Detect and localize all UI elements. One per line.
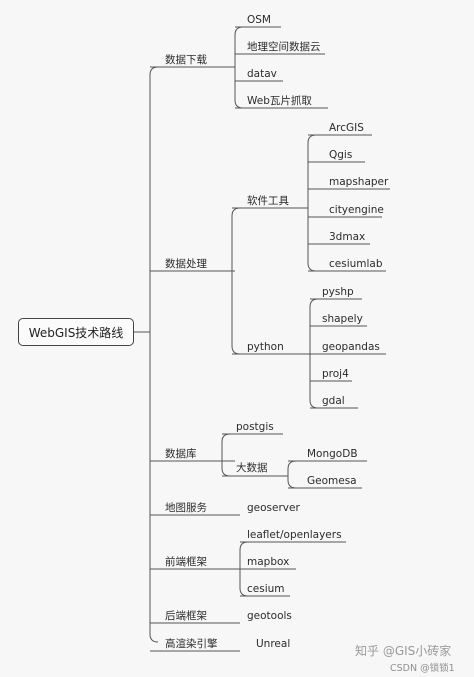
leaf-shapely[interactable]: shapely [322,313,363,325]
subbranch-big-data[interactable]: 大数据 [236,462,268,474]
branch-data-download[interactable]: 数据下载 [165,54,207,66]
leaf-geotools[interactable]: geotools [247,610,292,622]
leaf-leaflet-openlayers[interactable]: leaflet/openlayers [247,529,342,541]
leaf-pyshp[interactable]: pyshp [322,286,354,298]
subbranch-software-tools[interactable]: 软件工具 [247,195,289,207]
leaf-mapshaper[interactable]: mapshaper [329,176,389,188]
leaf-datav[interactable]: datav [247,68,277,80]
branch-data-processing[interactable]: 数据处理 [165,258,207,270]
leaf-mongodb[interactable]: MongoDB [307,448,358,460]
leaf-arcgis[interactable]: ArcGIS [329,122,364,134]
leaf-3dmax[interactable]: 3dmax [329,231,366,243]
leaf-proj4[interactable]: proj4 [322,368,349,380]
branch-frontend-framework[interactable]: 前端框架 [165,556,207,568]
branch-render-engine[interactable]: 高渲染引擎 [165,638,218,650]
subbranch-python[interactable]: python [247,341,284,353]
branch-backend-framework[interactable]: 后端框架 [165,610,207,622]
leaf-web-tile-crawl[interactable]: Web瓦片抓取 [247,95,312,107]
leaf-mapbox[interactable]: mapbox [247,556,290,568]
leaf-geomesa[interactable]: Geomesa [307,475,357,487]
leaf-osm[interactable]: OSM [247,14,271,26]
leaf-qgis[interactable]: Qgis [329,149,353,161]
leaf-gdal[interactable]: gdal [322,395,345,407]
leaf-cityengine[interactable]: cityengine [329,204,384,216]
zhihu-watermark: 知乎 @GIS小砖家 [355,644,452,658]
leaf-unreal[interactable]: Unreal [256,638,291,650]
leaf-geoserver[interactable]: geoserver [247,502,300,514]
root-node[interactable]: WebGIS技术路线 [18,318,134,346]
leaf-cesiumlab[interactable]: cesiumlab [329,258,383,270]
csdn-watermark: CSDN @锁锁1 [390,663,455,674]
leaf-geopandas[interactable]: geopandas [322,341,380,353]
branch-database[interactable]: 数据库 [165,448,197,460]
branch-map-service[interactable]: 地图服务 [165,502,207,514]
leaf-postgis[interactable]: postgis [236,421,274,433]
leaf-cesium[interactable]: cesium [247,583,285,595]
leaf-geospatial-cloud[interactable]: 地理空间数据云 [247,41,321,53]
